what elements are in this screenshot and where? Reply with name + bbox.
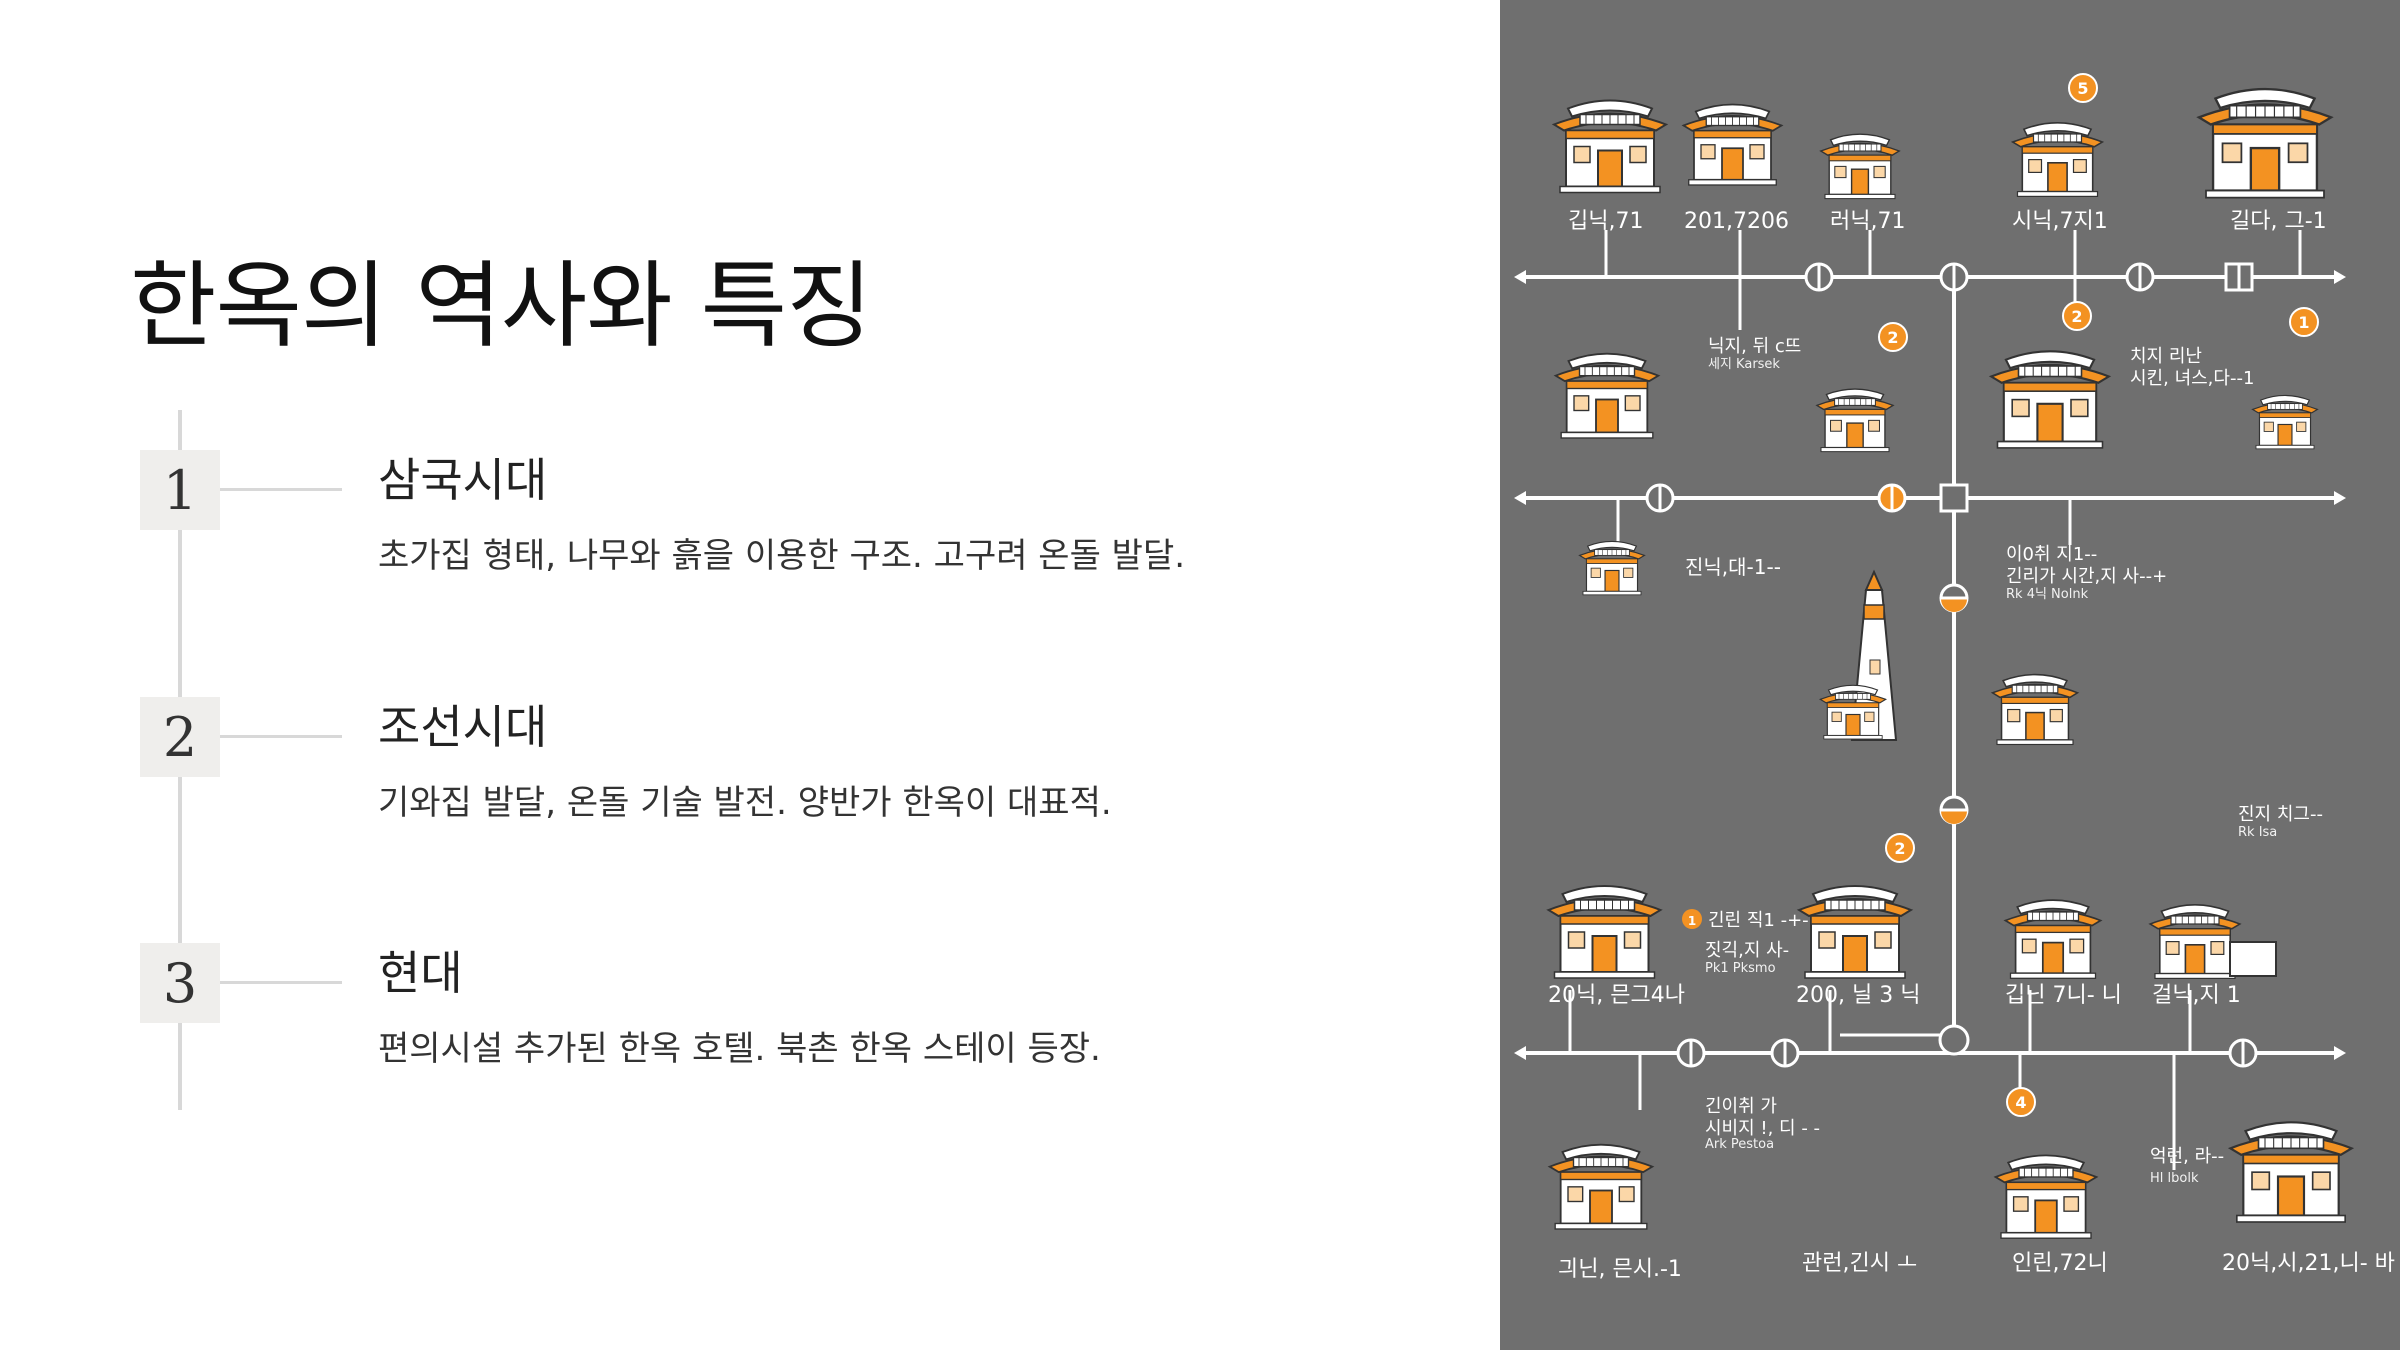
timeline-label: 걸닉,지 1 bbox=[2152, 983, 2241, 1008]
timeline-step-1: 1 삼국시대 초가집 형태, 나무와 흙을 이용한 구조. 고구려 온돌 발달. bbox=[0, 450, 1500, 650]
timeline-label: Pk1 Pksmo bbox=[1705, 961, 1776, 976]
timeline-label: 시비지 !, 디 - - bbox=[1705, 1118, 1820, 1139]
timeline-labels: 깁닉,71 201,7206 러닉,71 시닉,7지1 길다, 그-1 닉지, … bbox=[1548, 209, 2395, 1282]
step-description: 편의시설 추가된 한옥 호텔. 북촌 한옥 스테이 등장. bbox=[378, 1029, 1101, 1069]
step-description: 기와집 발달, 온돌 기술 발전. 양반가 한옥이 대표적. bbox=[378, 783, 1112, 823]
timeline-label: 억런, 라-- bbox=[2150, 1146, 2224, 1167]
timeline-label: Hl lbolk bbox=[2150, 1171, 2199, 1186]
timeline-label: 긔닌, 믄시.-1 bbox=[1558, 1257, 1682, 1282]
timeline-label: 치지 리난 bbox=[2130, 346, 2202, 367]
step-heading: 조선시대 bbox=[378, 700, 548, 754]
step-heading: 삼국시대 bbox=[378, 453, 548, 507]
badge-label: 2 bbox=[2071, 307, 2082, 326]
step-connector bbox=[220, 488, 342, 491]
step-number-badge: 1 bbox=[140, 450, 220, 530]
hanok-timeline-illustration: 5 2 2 1 2 4 1 깁닉,71 201,7206 러닉,71 시닉,7지… bbox=[1514, 73, 2395, 1282]
step-heading: 현대 bbox=[378, 946, 463, 1000]
timeline-label: 깁닌 7니- 니 bbox=[2005, 983, 2122, 1008]
timeline-label: 짓긱,지 사- bbox=[1705, 940, 1789, 961]
timeline-label: 러닉,71 bbox=[1830, 209, 1905, 234]
timeline-label: 세지 Karsek bbox=[1708, 357, 1780, 372]
timeline-label: Rk Isa bbox=[2238, 825, 2277, 840]
timeline-label: 긴이취 가 bbox=[1705, 1096, 1777, 1117]
badge-label: 4 bbox=[2015, 1093, 2026, 1112]
timeline-label: 시킨, 녀스,다--1 bbox=[2130, 368, 2254, 389]
step-number-badge: 3 bbox=[140, 943, 220, 1023]
timeline-label: 진닉,대-1-- bbox=[1685, 555, 1781, 579]
lighthouse-icon bbox=[1819, 569, 1898, 741]
slide-title: 한옥의 역사와 특징 bbox=[130, 252, 873, 361]
timeline-label: 이0취 지1-- bbox=[2006, 544, 2097, 565]
timeline-label: 200, 닐 3 닉 bbox=[1796, 983, 1920, 1008]
timeline-label: 진지 치그-- bbox=[2238, 804, 2323, 825]
timeline-label: 20닉,시,21,니- 바 bbox=[2222, 1251, 2395, 1276]
hanok-illustration: 5 2 2 1 2 4 1 깁닉,71 201,7206 러닉,71 시닉,7지… bbox=[1500, 0, 2400, 1350]
timeline-label: Rk 4닉 Nolnk bbox=[2006, 587, 2089, 602]
timeline-label: 인린,72니 bbox=[2012, 1251, 2108, 1276]
badge-label: 2 bbox=[1894, 839, 1905, 858]
timeline-label: 길다, 그-1 bbox=[2230, 209, 2327, 234]
timeline-label: 긴린 직1 -+- bbox=[1708, 910, 1809, 931]
timeline-label: 닉지, 뒤 c뜨 bbox=[1708, 336, 1801, 357]
timeline-label: Ark Pestoa bbox=[1705, 1137, 1774, 1152]
step-number-badge: 2 bbox=[140, 697, 220, 777]
timeline-label: 20닉, 믄그4나 bbox=[1548, 983, 1685, 1008]
timeline-label: 시닉,7지1 bbox=[2012, 209, 2108, 234]
step-connector bbox=[220, 735, 342, 738]
number-badges: 5 2 2 1 2 4 1 bbox=[1682, 73, 2319, 1117]
badge-label: 1 bbox=[2298, 313, 2309, 332]
content-panel: 한옥의 역사와 특징 1 삼국시대 초가집 형태, 나무와 흙을 이용한 구조.… bbox=[0, 252, 1500, 1143]
timeline-label: 깁닉,71 bbox=[1568, 209, 1643, 234]
timeline-label: 관런,긴시 ㅗ bbox=[1802, 1251, 1917, 1276]
timeline-label: 201,7206 bbox=[1684, 209, 1789, 234]
step-description: 초가집 형태, 나무와 흙을 이용한 구조. 고구려 온돌 발달. bbox=[378, 536, 1186, 576]
badge-label: 2 bbox=[1887, 328, 1898, 347]
timeline-step-3: 3 현대 편의시설 추가된 한옥 호텔. 북촌 한옥 스테이 등장. bbox=[0, 943, 1500, 1143]
badge-label: 5 bbox=[2077, 79, 2088, 98]
step-connector bbox=[220, 981, 342, 984]
timeline-label: 긴리가 시간,지 사--+ bbox=[2006, 566, 2167, 587]
timeline-step-2: 2 조선시대 기와집 발달, 온돌 기술 발전. 양반가 한옥이 대표적. bbox=[0, 697, 1500, 897]
badge-label: 1 bbox=[1688, 914, 1696, 928]
